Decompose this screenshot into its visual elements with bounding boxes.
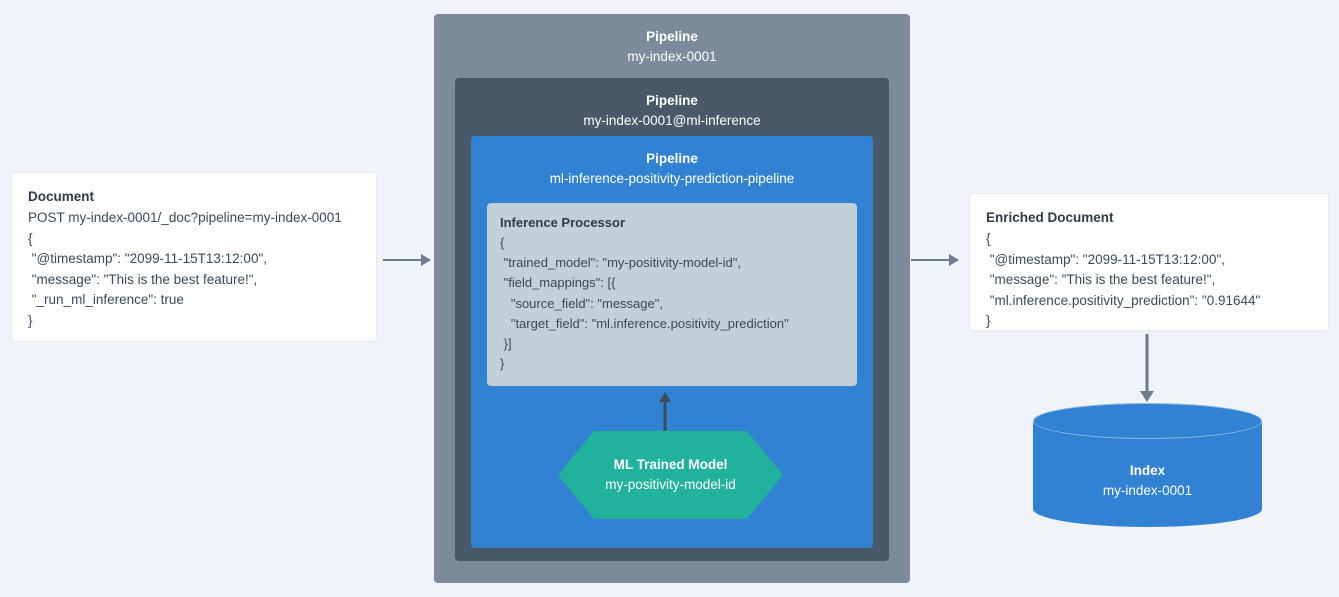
ml-trained-model-node: ML Trained Model my-positivity-model-id	[558, 431, 783, 519]
index-title: Index	[1129, 463, 1166, 478]
inference-processor-line-6: }	[500, 355, 505, 371]
document-card-line-1: {	[28, 230, 33, 246]
ml-trained-model-title: ML Trained Model	[613, 457, 728, 473]
cylinder-rim-shape	[1033, 403, 1262, 439]
pipeline-outer-header: Pipeline my-index-0001	[434, 14, 910, 67]
pipeline-inner-name: ml-inference-positivity-prediction-pipel…	[549, 170, 795, 186]
inference-processor-line-3: "source_field": "message",	[500, 295, 663, 311]
index-cylinder-node: Index my-index-0001	[1033, 403, 1262, 527]
document-card-title: Document	[28, 189, 95, 204]
document-card: Document POST my-index-0001/_doc?pipelin…	[11, 172, 377, 342]
pipeline-middle-kind: Pipeline	[646, 93, 698, 108]
document-card-line-2: "@timestamp": "2099-11-15T13:12:00",	[28, 251, 267, 267]
enriched-document-title: Enriched Document	[986, 210, 1114, 225]
pipeline-middle-name: my-index-0001@ml-inference	[583, 112, 761, 128]
inference-processor-line-1: "trained_model": "my-positivity-model-id…	[500, 255, 741, 271]
arrow-enriched-document-to-index-icon	[1131, 334, 1163, 407]
inference-processor-title: Inference Processor	[500, 215, 626, 230]
document-card-line-0: POST my-index-0001/_doc?pipeline=my-inde…	[28, 210, 342, 226]
arrow-model-to-processor-icon	[655, 392, 675, 439]
inference-processor-line-0: {	[500, 235, 505, 251]
inference-processor-line-2: "field_mappings": [{	[500, 275, 616, 291]
pipeline-inner-kind: Pipeline	[646, 151, 698, 166]
document-card-line-3: "message": "This is the best feature!",	[28, 271, 258, 287]
ml-trained-model-name: my-positivity-model-id	[605, 476, 736, 492]
document-card-line-5: }	[28, 312, 33, 328]
arrow-document-to-pipeline-icon	[383, 250, 431, 275]
enriched-document-line-2: "message": "This is the best feature!",	[986, 272, 1216, 288]
enriched-document-line-0: {	[986, 231, 991, 247]
document-card-line-4: "_run_ml_inference": true	[28, 292, 184, 308]
inference-processor-panel: Inference Processor { "trained_model": "…	[487, 203, 857, 386]
inference-processor-line-5: }]	[500, 335, 512, 351]
index-label: Index my-index-0001	[1033, 461, 1262, 501]
pipeline-inner-header: Pipeline ml-inference-positivity-predict…	[471, 136, 873, 189]
enriched-document-line-4: }	[986, 313, 991, 329]
enriched-document-line-1: "@timestamp": "2099-11-15T13:12:00",	[986, 251, 1225, 267]
pipeline-outer-kind: Pipeline	[646, 29, 698, 44]
pipeline-outer-name: my-index-0001	[627, 48, 717, 64]
arrow-pipeline-to-enriched-document-icon	[911, 250, 959, 275]
enriched-document-line-3: "ml.inference.positivity_prediction": "0…	[986, 292, 1261, 308]
inference-processor-line-4: "target_field": "ml.inference.positivity…	[500, 315, 789, 331]
index-name: my-index-0001	[1102, 482, 1193, 498]
enriched-document-card: Enriched Document { "@timestamp": "2099-…	[969, 193, 1329, 331]
pipeline-middle-header: Pipeline my-index-0001@ml-inference	[455, 78, 889, 131]
